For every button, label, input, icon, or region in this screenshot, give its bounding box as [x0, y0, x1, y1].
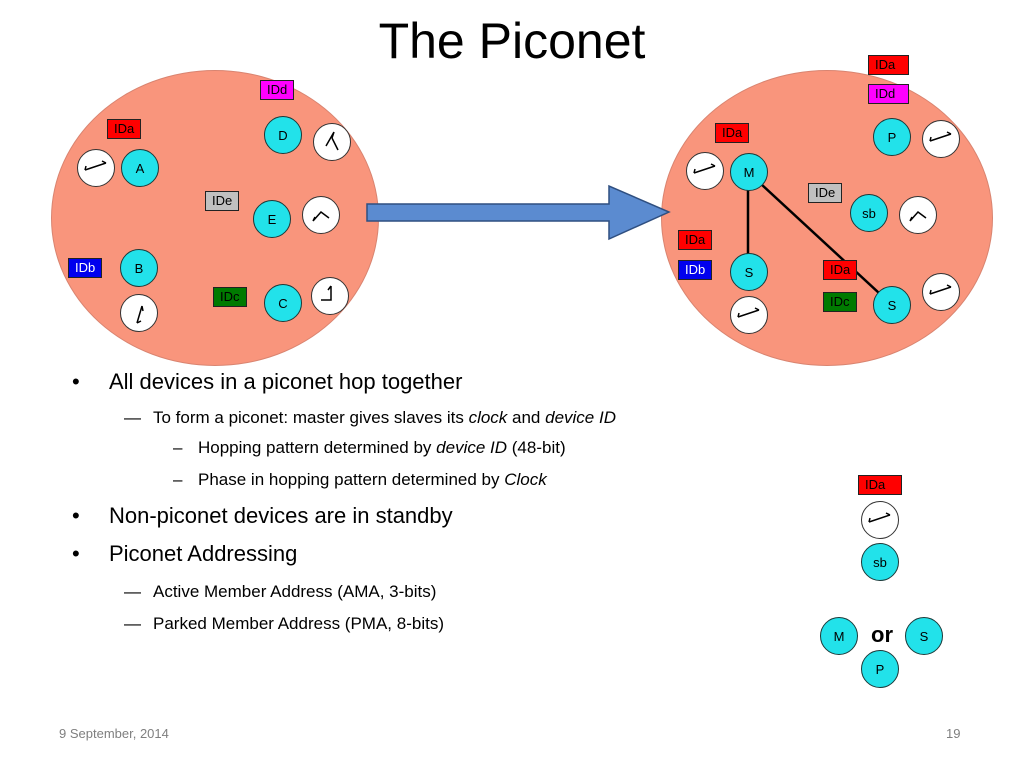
right-clock-standby — [899, 196, 937, 234]
sub-bullet-item: — Parked Member Address (PMA, 8-bits) — [72, 608, 852, 640]
dash-marker: – — [173, 438, 183, 457]
slide-title: The Piconet — [378, 13, 646, 69]
bullet-text: All devices in a piconet hop together — [109, 369, 463, 394]
bullet-text-italic: device ID — [545, 408, 616, 427]
left-node-d: D — [264, 116, 302, 154]
right-tag-slave1-idb: IDb — [678, 260, 713, 280]
left-node-e: E — [253, 200, 291, 238]
right-tag-slave2-ida: IDa — [823, 260, 858, 280]
bullet-text: (48-bit) — [507, 438, 566, 457]
bullet-text: Parked Member Address (PMA, 8-bits) — [153, 614, 444, 633]
clock-icon — [929, 131, 952, 142]
left-clock-b — [120, 294, 158, 332]
bullet-text-italic: device ID — [436, 438, 508, 457]
bullet-text: Active Member Address (AMA, 3-bits) — [153, 582, 437, 601]
clock-icon — [909, 210, 927, 222]
bullet-text: To form a piconet: master gives slaves i… — [153, 408, 469, 427]
bullet-text: and — [507, 408, 546, 427]
right-tag-ide: IDe — [808, 183, 843, 203]
legend-standby-clock — [861, 501, 899, 539]
left-tag-ida: IDa — [107, 119, 142, 139]
clock-icon — [312, 210, 330, 222]
dash-marker: – — [173, 470, 183, 489]
left-tag-idd: IDd — [260, 80, 295, 100]
right-node-master: M — [730, 153, 768, 191]
right-node-parked: P — [873, 118, 911, 156]
left-tag-ide: IDe — [205, 191, 240, 211]
dash-marker: — — [124, 614, 141, 633]
left-node-a: A — [121, 149, 159, 187]
right-clock-parked — [922, 120, 960, 158]
legend-standby-node: sb — [861, 543, 899, 581]
right-tag-slave2-idc: IDc — [823, 292, 857, 312]
left-clock-d — [313, 123, 351, 161]
bullet-item: • Piconet Addressing — [72, 538, 852, 570]
right-top-tag-ida: IDa — [868, 55, 909, 75]
left-node-b: B — [120, 249, 158, 287]
right-clock-slave2 — [922, 273, 960, 311]
bullet-text: Phase in hopping pattern determined by — [198, 470, 505, 489]
footer-date: 9 September, 2014 — [59, 726, 169, 741]
bullet-marker: • — [72, 541, 80, 566]
clock-icon — [929, 284, 952, 295]
bullet-item: • Non-piconet devices are in standby — [72, 500, 852, 532]
right-node-slave2: S — [873, 286, 911, 324]
clock-icon — [325, 131, 339, 151]
bullet-text-italic: clock — [468, 408, 508, 427]
bullet-marker: • — [72, 369, 80, 394]
bullet-text: Non-piconet devices are in standby — [109, 503, 453, 528]
right-top-tag-idd: IDd — [868, 84, 909, 104]
sub-sub-bullet-item: – Hopping pattern determined by device I… — [72, 432, 852, 464]
sub-bullet-item: — Active Member Address (AMA, 3-bits) — [72, 576, 852, 608]
sub-bullet-item: — To form a piconet: master gives slaves… — [72, 404, 852, 432]
left-tag-idc: IDc — [213, 287, 247, 307]
clock-icon — [737, 307, 760, 318]
bullet-text: Hopping pattern determined by — [198, 438, 437, 457]
legend-or-label: or — [871, 622, 893, 647]
left-node-c: C — [264, 284, 302, 322]
clock-icon — [868, 512, 891, 523]
legend-slave-node: S — [905, 617, 943, 655]
transition-arrow — [366, 184, 671, 241]
bullet-list: • All devices in a piconet hop together … — [72, 366, 852, 640]
bullet-marker: • — [72, 503, 80, 528]
bullet-text-italic: Clock — [504, 470, 547, 489]
left-clock-c — [311, 277, 349, 315]
right-tag-master-ida: IDa — [715, 123, 750, 143]
right-piconet-area — [661, 70, 993, 366]
clock-icon — [136, 305, 144, 324]
left-clock-e — [302, 196, 340, 234]
legend-parked-node: P — [861, 650, 899, 688]
legend-standby-tag: IDa — [858, 475, 902, 495]
page-number: 19 — [946, 726, 961, 741]
clock-icon — [321, 285, 332, 301]
sub-sub-bullet-item: – Phase in hopping pattern determined by… — [72, 464, 852, 496]
right-clock-master — [686, 152, 724, 190]
clock-icon — [693, 163, 716, 174]
dash-marker: — — [124, 582, 141, 601]
right-clock-slave1 — [730, 296, 768, 334]
right-node-slave1: S — [730, 253, 768, 291]
right-node-standby: sb — [850, 194, 888, 232]
left-clock-a — [77, 149, 115, 187]
left-tag-idb: IDb — [68, 258, 103, 278]
master-slave2-link — [747, 171, 893, 306]
clock-icon — [84, 160, 107, 171]
bullet-text: Piconet Addressing — [109, 541, 298, 566]
right-tag-slave1-ida: IDa — [678, 230, 713, 250]
bullet-item: • All devices in a piconet hop together — [72, 366, 852, 398]
dash-marker: — — [124, 408, 141, 427]
legend-master-node: M — [820, 617, 858, 655]
